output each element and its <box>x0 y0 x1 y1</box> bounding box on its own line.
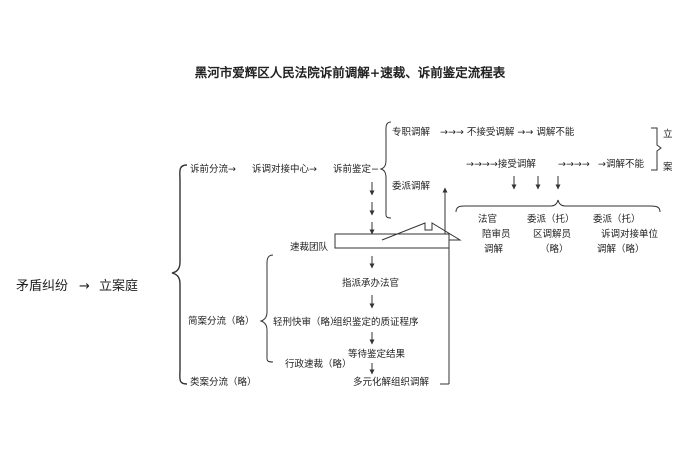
node-simple-case-diversion: 简案分流（略） <box>188 315 255 327</box>
node-await-result: 等待鉴定结果 <box>348 348 406 360</box>
node-file-case-2: 案 <box>663 161 673 173</box>
node-pre-suit-appraisal: 诉前鉴定− <box>333 163 379 175</box>
node-file-case-1: 立 <box>663 128 673 140</box>
node-diversified: 多元化解组织调解 <box>353 376 430 388</box>
node-full-time-mediation: 专职调解 <box>392 126 431 138</box>
node-assign-judge: 指派承办法官 <box>342 277 399 289</box>
main-arrow: → <box>79 279 90 294</box>
node-pre-suit-diversion: 诉前分流→ <box>190 163 236 175</box>
filing-bracket <box>651 127 662 171</box>
flow-arrows-mid: →→→→ <box>558 159 590 170</box>
node-entrusted-unit: 委派（托）诉调对接单位调解（略） <box>593 213 659 255</box>
flow-accept-mediation: →→→→接受调解 <box>466 158 536 170</box>
simple-case-brace <box>259 254 274 363</box>
node-appraisal-process: 组织鉴定的质证程序 <box>333 316 419 328</box>
node-class-case-diversion: 类案分流（略） <box>190 376 257 388</box>
flow-cannot-mediate-mid: →调解不能 <box>598 158 644 170</box>
node-entrusted-mediation: 委派调解 <box>392 180 431 192</box>
main-brace <box>171 164 188 385</box>
hollow-up-arrow <box>381 222 462 241</box>
node-conflict: 矛盾纠纷 <box>16 279 68 294</box>
mediation-brace <box>379 121 392 219</box>
node-admin-summary: 行政速裁（略） <box>285 358 352 370</box>
node-judge-assessors: 法官陪审员调解 <box>478 213 511 255</box>
bodies-brace <box>455 199 661 213</box>
page-title: 黑河市爱辉区人民法院诉前调解+速裁、诉前鉴定流程表 <box>195 65 506 80</box>
flow-not-accept-top: →→→ 不接受调解 →→ 调解不能 <box>440 126 575 138</box>
node-mediation-center: 诉调对接中心→ <box>252 163 317 175</box>
node-minor-criminal: 轻刑快审（略） <box>273 316 340 328</box>
node-summary-team: 速裁团队 <box>290 241 329 253</box>
node-entrusted-district: 委派（托）区调解员（略） <box>527 213 575 255</box>
node-filing: 立案庭 <box>99 278 138 294</box>
